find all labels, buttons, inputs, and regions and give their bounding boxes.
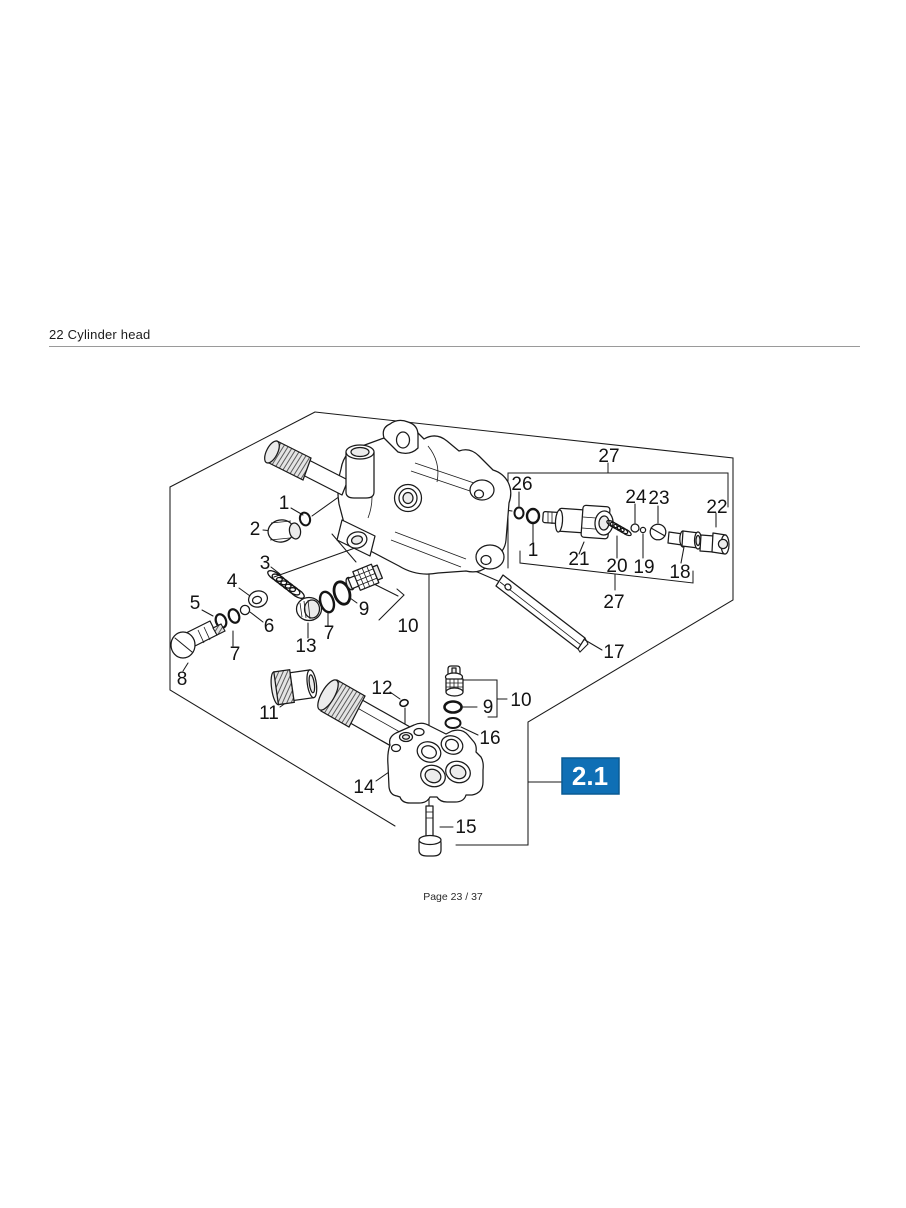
part-disc-23 bbox=[649, 523, 667, 541]
part-plug-2 bbox=[267, 519, 302, 543]
callout-8: 8 bbox=[177, 669, 188, 690]
frame-outline bbox=[169, 411, 734, 846]
callout-10-lower: 10 bbox=[510, 690, 531, 711]
callout-22: 22 bbox=[706, 497, 727, 518]
callout-12: 12 bbox=[371, 678, 392, 699]
part-bushing-18 bbox=[667, 530, 703, 550]
part-seat-4 bbox=[247, 590, 269, 608]
callout-14: 14 bbox=[353, 777, 375, 798]
callout-24: 24 bbox=[625, 487, 647, 508]
section-header: 22 Cylinder head bbox=[49, 327, 151, 342]
callout-13: 13 bbox=[295, 636, 316, 657]
part-oring-26 bbox=[513, 506, 525, 520]
part-oring-1-right bbox=[525, 507, 541, 525]
part-cap-13 bbox=[295, 596, 323, 622]
part-oring-12 bbox=[399, 698, 409, 708]
part-cylinder-head-casting bbox=[264, 419, 512, 575]
part-cap-11 bbox=[270, 669, 318, 706]
badge-background[interactable] bbox=[561, 757, 620, 795]
part-bolt-15 bbox=[418, 805, 442, 857]
callout-3: 3 bbox=[260, 553, 271, 574]
part-ball-24 bbox=[630, 523, 640, 533]
part-manifold-14 bbox=[387, 722, 484, 804]
part-oring-7-mid bbox=[318, 590, 336, 614]
callout-9-lower: 9 bbox=[483, 697, 494, 718]
callout-15: 15 bbox=[455, 817, 476, 838]
callout-26: 26 bbox=[511, 474, 532, 495]
callout-7-left: 7 bbox=[230, 644, 241, 665]
part-oring-9-lower bbox=[443, 700, 463, 714]
page-indicator: Page 23 / 37 bbox=[423, 891, 483, 903]
callout-16: 16 bbox=[479, 728, 500, 749]
callout-7-mid: 7 bbox=[324, 623, 335, 644]
callout-5: 5 bbox=[190, 593, 201, 614]
part-plate-17 bbox=[495, 574, 589, 653]
callout-labels: 1 2 3 4 5 6 7 8 13 7 9 10 11 12 14 15 16… bbox=[177, 446, 728, 838]
part-valve-cartridge-lower bbox=[444, 665, 464, 697]
callout-17: 17 bbox=[603, 642, 624, 663]
part-valve-cartridge-mid bbox=[345, 563, 384, 591]
part-ball-6 bbox=[239, 604, 251, 616]
callout-4: 4 bbox=[227, 571, 238, 592]
callout-1-left: 1 bbox=[279, 493, 290, 514]
callout-18: 18 bbox=[669, 562, 690, 583]
header-rule bbox=[49, 346, 860, 347]
callout-27-bottom: 27 bbox=[603, 592, 624, 613]
leader-lines bbox=[182, 490, 717, 828]
badge-label: 2.1 bbox=[572, 761, 608, 791]
section-reference-badge[interactable]: 2.1 bbox=[561, 757, 620, 795]
callout-2: 2 bbox=[250, 519, 261, 540]
part-oring-1-left bbox=[298, 511, 312, 527]
part-oring-16 bbox=[444, 717, 462, 729]
part-spring-20 bbox=[606, 519, 632, 537]
part-pin-19 bbox=[639, 526, 647, 534]
part-valve-21 bbox=[542, 504, 614, 540]
callout-20: 20 bbox=[606, 556, 627, 577]
callout-11: 11 bbox=[259, 703, 279, 724]
part-sleeve-22 bbox=[699, 532, 730, 555]
callout-23: 23 bbox=[648, 488, 669, 509]
callout-19: 19 bbox=[633, 557, 654, 578]
part-oring-9-mid bbox=[332, 580, 352, 606]
callout-27-top: 27 bbox=[598, 446, 619, 467]
part-spring-3 bbox=[267, 570, 305, 599]
part-plug-8 bbox=[170, 620, 226, 659]
callout-21: 21 bbox=[568, 549, 589, 570]
callout-6: 6 bbox=[264, 616, 275, 637]
callout-1-right: 1 bbox=[528, 540, 539, 561]
callout-9-mid: 9 bbox=[359, 599, 370, 620]
callout-10-mid: 10 bbox=[397, 616, 418, 637]
